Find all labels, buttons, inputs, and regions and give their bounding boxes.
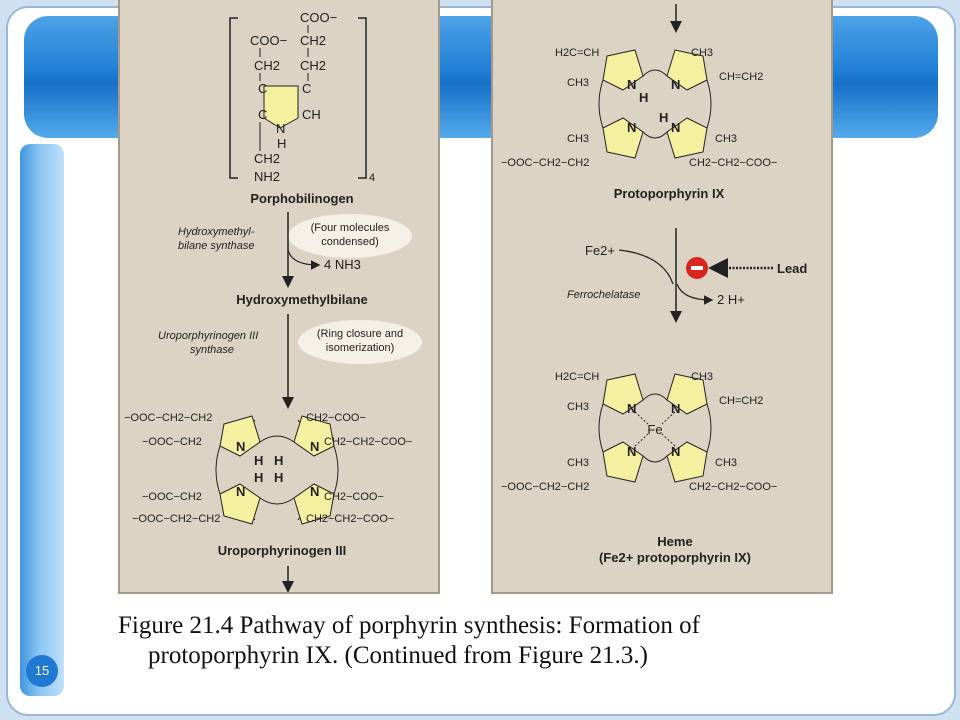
side-accent-bar: [20, 144, 64, 696]
proto-n-1: N: [627, 77, 636, 92]
pbg-n: N: [276, 121, 285, 136]
porphobilinogen-structure: COO− COO− CH2 CH2 CH2 C C C CH N H CH2 N…: [229, 10, 375, 184]
note-four-molecules-l1: (Four molecules: [311, 222, 390, 234]
uro-n-2: N: [310, 439, 319, 454]
pathway-panel-right: N N N N H H H2C=CH CH3 CH3 CH=CH2 CH3 CH…: [491, 0, 833, 594]
uro-sub-tr2: CH2−CH2−COO−: [324, 436, 412, 448]
heme-ch3-br: CH3: [715, 457, 737, 469]
uro-h-2: H: [274, 453, 283, 468]
proto-h-2: H: [659, 110, 668, 125]
proto-ch3-br: CH3: [715, 133, 737, 145]
pbg-c-c: C: [258, 107, 267, 122]
heme-n-2: N: [671, 401, 680, 416]
proto-n-3: N: [627, 120, 636, 135]
note-ring-closure-l2: isomerization): [326, 342, 394, 354]
enzyme-hmb-synthase-l1: Hydroxymethyl-: [178, 226, 255, 238]
heme-structure: N N N N Fe H2C=CH CH3 CH3 CH=CH2 CH3 CH3…: [501, 371, 777, 493]
proto-prop-right: CH2−CH2−COO−: [689, 157, 777, 169]
uro-h-1: H: [254, 453, 263, 468]
caption-line-1: Figure 21.4 Pathway of porphyrin synthes…: [118, 612, 700, 639]
uro-h-4: H: [274, 470, 283, 485]
enzyme-hmb-synthase-l2: bilane synthase: [178, 240, 254, 252]
heme-n-4: N: [671, 444, 680, 459]
uro-n-3: N: [236, 484, 245, 499]
uro-sub-tr1: CH2−COO−: [306, 412, 366, 424]
heme-label: Heme: [657, 534, 692, 549]
proto-ch3-tr: CH3: [691, 47, 713, 59]
pbg-c-a: C: [258, 81, 267, 96]
heme-vinyl-left: H2C=CH: [555, 371, 599, 383]
pbg-count: 4: [369, 172, 375, 184]
proto-h-1: H: [639, 90, 648, 105]
protoporphyrin-label: Protoporphyrin IX: [614, 186, 725, 201]
uroporphyrinogen-structure: N N N N H H H H −OOC−CH2−CH2 −OOC−CH2 CH…: [124, 412, 412, 525]
uro-sub-tl1: −OOC−CH2−CH2: [124, 412, 212, 424]
uro-sub-bl2: −OOC−CH2−CH2: [132, 513, 220, 525]
heme-vinyl-right: CH=CH2: [719, 395, 763, 407]
pbg-nh2: NH2: [254, 169, 280, 184]
proto-n-4: N: [671, 120, 680, 135]
uro-sub-br1: CH2−COO−: [324, 491, 384, 503]
uro-sub-br2: CH2−CH2−COO−: [306, 513, 394, 525]
heme-ch3-bl: CH3: [567, 457, 589, 469]
porphobilinogen-label: Porphobilinogen: [250, 191, 353, 206]
pbg-ch: CH: [302, 107, 321, 122]
enzyme-ferrochelatase: Ferrochelatase: [567, 289, 640, 301]
pbg-ch2-c: CH2: [300, 58, 326, 73]
heme-n-1: N: [627, 401, 636, 416]
proto-ch3-tl: CH3: [567, 77, 589, 89]
heme-prop-left: −OOC−CH2−CH2: [501, 481, 589, 493]
uro-n-4: N: [310, 484, 319, 499]
uroporphyrinogen-label: Uroporphyrinogen III: [218, 543, 347, 558]
heme-n-3: N: [627, 444, 636, 459]
protoporphyrin-structure: N N N N H H H2C=CH CH3 CH3 CH=CH2 CH3 CH…: [501, 47, 777, 169]
slide-number: 15: [26, 655, 58, 687]
byproduct-h: 2 H+: [717, 292, 745, 307]
pbg-cooh-outer: COO−: [300, 10, 337, 25]
proto-n-2: N: [671, 77, 680, 92]
enzyme-uro-synthase-l1: Uroporphyrinogen III: [158, 330, 258, 342]
uro-sub-tl2: −OOC−CH2: [142, 436, 202, 448]
uro-sub-bl1: −OOC−CH2: [142, 491, 202, 503]
proto-vinyl-right: CH=CH2: [719, 71, 763, 83]
heme-sublabel: (Fe2+ protoporphyrin IX): [599, 550, 751, 565]
heme-ch3-tl: CH3: [567, 401, 589, 413]
pbg-ch2-d: CH2: [254, 151, 280, 166]
figure-caption: Figure 21.4 Pathway of porphyrin synthes…: [118, 611, 838, 671]
caption-line-2: protoporphyrin IX. (Continued from Figur…: [148, 642, 648, 669]
pbg-cooh-inner: COO−: [250, 33, 287, 48]
inhibitor-lead: Lead: [777, 261, 807, 276]
note-ring-closure-l1: (Ring closure and: [317, 328, 403, 340]
proto-vinyl-left: H2C=CH: [555, 47, 599, 59]
heme-fe-center: Fe: [647, 422, 662, 437]
proto-prop-left: −OOC−CH2−CH2: [501, 157, 589, 169]
note-four-molecules-l2: condensed): [321, 236, 379, 248]
pbg-ch2-b: CH2: [254, 58, 280, 73]
fe-input: Fe2+: [585, 243, 615, 258]
pbg-c-b: C: [302, 81, 311, 96]
pbg-h: H: [277, 136, 286, 151]
pathway-panel-left: COO− COO− CH2 CH2 CH2 C C C CH N H CH2 N…: [118, 0, 440, 594]
pbg-ch2-a: CH2: [300, 33, 326, 48]
enzyme-uro-synthase-l2: synthase: [190, 344, 234, 356]
heme-ch3-tr: CH3: [691, 371, 713, 383]
heme-prop-right: CH2−CH2−COO−: [689, 481, 777, 493]
byproduct-nh3: 4 NH3: [324, 257, 361, 272]
proto-ch3-bl: CH3: [567, 133, 589, 145]
uro-n-1: N: [236, 439, 245, 454]
uro-h-3: H: [254, 470, 263, 485]
hydroxymethylbilane-label: Hydroxymethylbilane: [236, 292, 368, 307]
